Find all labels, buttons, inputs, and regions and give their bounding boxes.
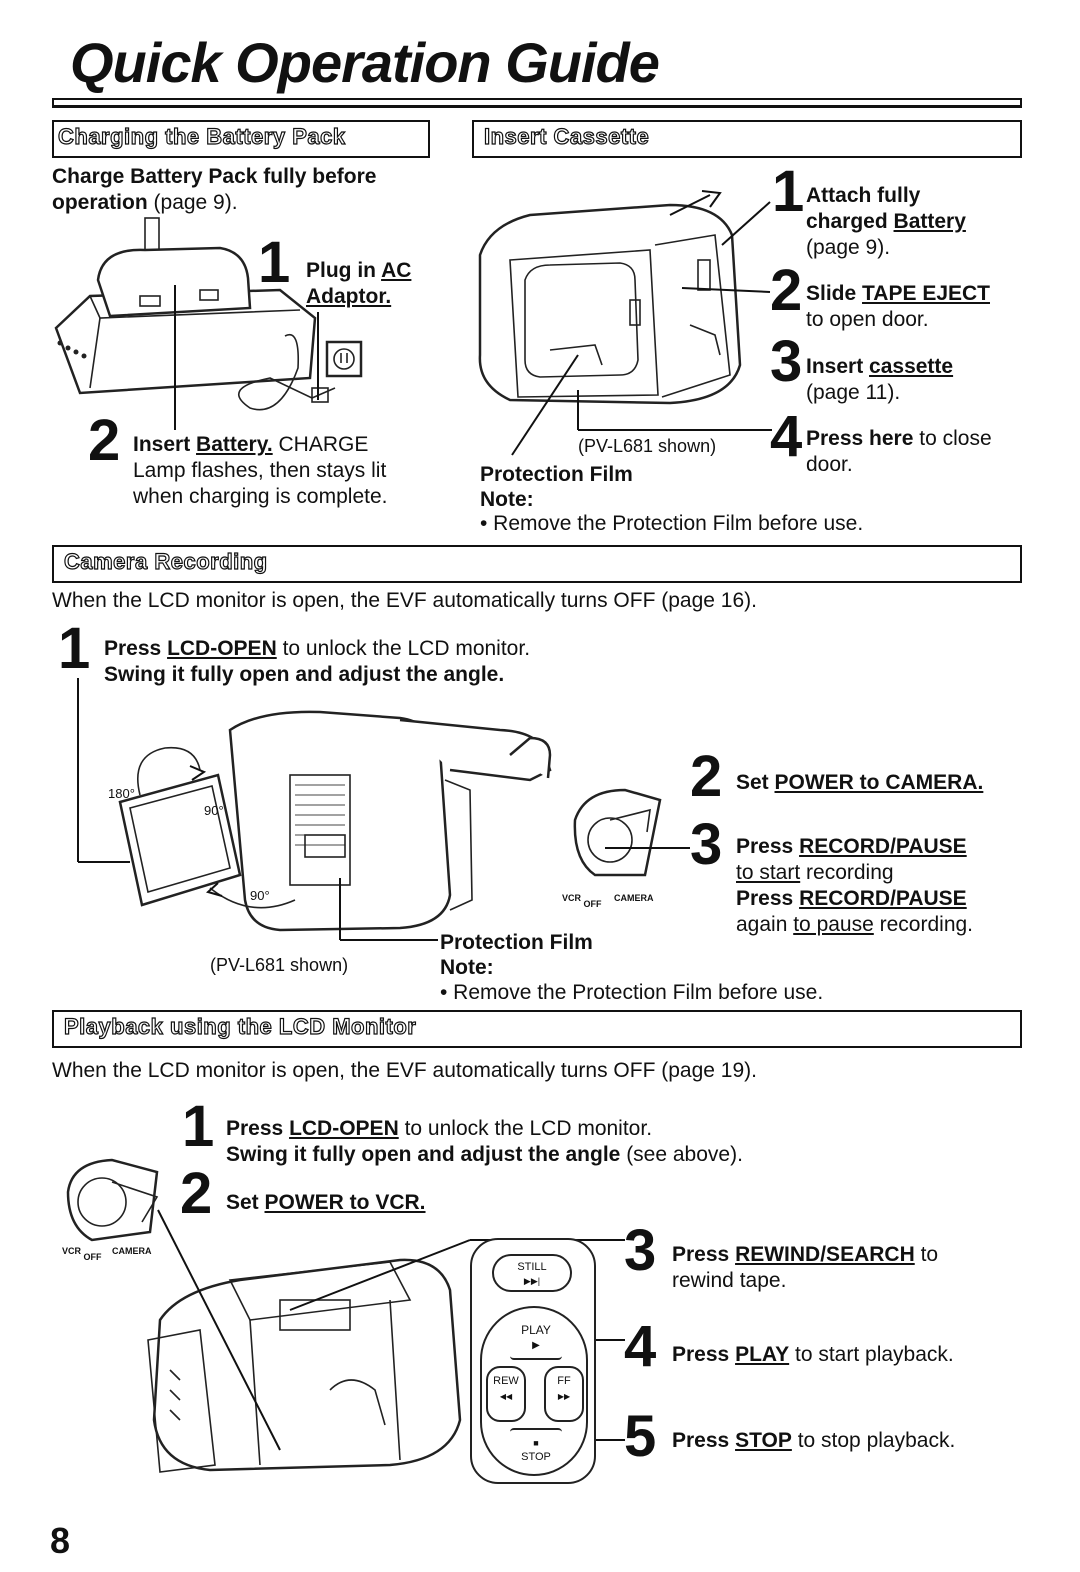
power-switch-camera-illustration bbox=[573, 788, 662, 877]
playback-step1: Press LCD-OPEN to unlock the LCD monitor… bbox=[226, 1117, 743, 1166]
stop-button[interactable]: ■ STOP bbox=[510, 1428, 562, 1472]
camera-step1: Press LCD-OPEN to unlock the LCD monitor… bbox=[104, 637, 531, 686]
angle-label: 90° bbox=[250, 888, 270, 903]
power-switch-vcr-illustration bbox=[66, 1158, 159, 1242]
step-number: 4 bbox=[624, 1314, 657, 1379]
note-text: • Remove the Protection Film before use. bbox=[480, 512, 864, 535]
insert-step2: Slide TAPE EJECT to open door. bbox=[806, 282, 990, 331]
playback-step5: Press STOP to stop playback. bbox=[672, 1429, 956, 1452]
camcorder-playback-illustration bbox=[147, 1258, 462, 1473]
step-number: 5 bbox=[624, 1404, 657, 1469]
section-heading: Camera Recording bbox=[63, 548, 268, 574]
step-number: 2 bbox=[180, 1161, 213, 1226]
step-number: 2 bbox=[770, 258, 803, 323]
playback-step4: Press PLAY to start playback. bbox=[672, 1343, 954, 1366]
section-heading: Charging the Battery Pack bbox=[57, 123, 346, 149]
camcorder-cassette-illustration bbox=[478, 190, 742, 405]
step-number: 2 bbox=[690, 744, 723, 809]
title-rule bbox=[52, 98, 1022, 108]
section-charging-header: Charging the Battery Pack bbox=[52, 120, 430, 158]
note-label: Note: bbox=[440, 956, 494, 979]
step-number: 1 bbox=[182, 1094, 215, 1159]
angle-label: 180° bbox=[108, 786, 135, 801]
section-camera-header: Camera Recording bbox=[52, 545, 1022, 583]
playback-step3: Press REWIND/SEARCH to rewind tape. bbox=[672, 1243, 939, 1292]
playback-step2: Set POWER to VCR. bbox=[226, 1191, 426, 1214]
section-playback-header: Playback using the LCD Monitor bbox=[52, 1010, 1022, 1048]
vcr-button-panel: STILL ▶▶| PLAY ▶ REW ◀◀ FF ▶▶ ■ STOP bbox=[470, 1238, 596, 1484]
charger-illustration bbox=[54, 217, 336, 411]
page-number: 8 bbox=[50, 1520, 71, 1561]
model-caption: (PV-L681 shown) bbox=[578, 436, 717, 456]
power-switch-labels: VCR OFF CAMERA bbox=[562, 893, 654, 909]
step-number: 4 bbox=[770, 404, 803, 469]
camera-step3: Press RECORD/PAUSE to start recording Pr… bbox=[736, 835, 974, 936]
fast-forward-button[interactable]: FF ▶▶ bbox=[544, 1366, 584, 1422]
charging-step1: Plug in AC Adaptor. bbox=[306, 259, 412, 308]
charging-intro: Charge Battery Pack fully before operati… bbox=[52, 165, 377, 214]
note-label: Note: bbox=[480, 488, 534, 511]
section-heading: Insert Cassette bbox=[483, 123, 650, 149]
protection-film-label: Protection Film bbox=[440, 931, 593, 954]
still-button[interactable]: STILL ▶▶| bbox=[492, 1254, 572, 1292]
camera-step2: Set POWER to CAMERA. bbox=[736, 771, 984, 794]
step-number: 1 bbox=[58, 616, 91, 681]
camcorder-lcd-illustration bbox=[118, 710, 552, 932]
angle-label: 90° bbox=[204, 803, 224, 818]
ac-outlet-icon bbox=[325, 340, 363, 378]
play-button[interactable]: PLAY ▶ bbox=[510, 1316, 562, 1360]
insert-step4: Press here to close door. bbox=[806, 427, 992, 476]
step-number: 3 bbox=[770, 329, 803, 394]
step-number: 2 bbox=[88, 408, 121, 473]
insert-step1: Attach fully charged Battery (page 9). bbox=[806, 184, 966, 259]
section-heading: Playback using the LCD Monitor bbox=[63, 1013, 417, 1039]
power-switch-labels: VCR OFF CAMERA bbox=[62, 1246, 152, 1262]
model-caption: (PV-L681 shown) bbox=[210, 955, 349, 975]
camera-intro: When the LCD monitor is open, the EVF au… bbox=[52, 589, 757, 612]
note-text: • Remove the Protection Film before use. bbox=[440, 981, 824, 1004]
section-insert-header: Insert Cassette bbox=[472, 120, 1022, 158]
playback-intro: When the LCD monitor is open, the EVF au… bbox=[52, 1059, 757, 1082]
rewind-button[interactable]: REW ◀◀ bbox=[486, 1366, 526, 1422]
charging-step2: Insert Battery. CHARGE Lamp flashes, the… bbox=[133, 433, 388, 508]
step-number: 1 bbox=[772, 159, 805, 224]
step-number: 1 bbox=[258, 230, 291, 295]
insert-step3: Insert cassette (page 11). bbox=[806, 355, 954, 404]
step-number: 3 bbox=[624, 1218, 657, 1283]
step-number: 3 bbox=[690, 812, 723, 877]
transport-cluster: PLAY ▶ REW ◀◀ FF ▶▶ ■ STOP bbox=[480, 1306, 588, 1476]
protection-film-label: Protection Film bbox=[480, 463, 633, 486]
page-title: Quick Operation Guide bbox=[70, 31, 660, 94]
